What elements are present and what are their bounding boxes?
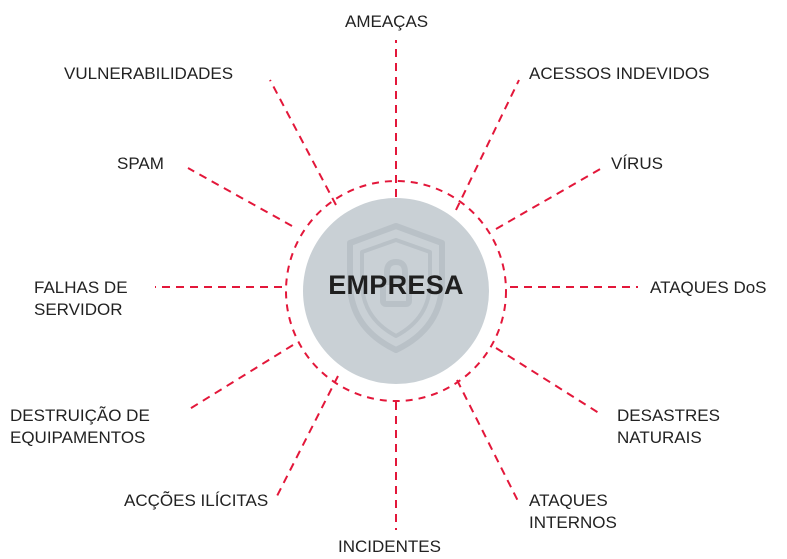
label-incidentes-line-1: INCIDENTES bbox=[338, 537, 441, 556]
label-desastres-naturais-line-2: NATURAIS bbox=[617, 428, 702, 447]
label-ataques-internos-line-2: INTERNOS bbox=[529, 513, 617, 532]
label-ataques-internos-line-1: ATAQUES bbox=[529, 491, 608, 510]
label-acessos-indevidos: ACESSOS INDEVIDOS bbox=[529, 63, 709, 85]
center-label: EMPRESA bbox=[328, 270, 464, 300]
label-vulnerabilidades: VULNERABILIDADES bbox=[64, 63, 233, 85]
label-ataques-internos: ATAQUES INTERNOS bbox=[529, 490, 617, 534]
label-destruicao-equipamentos: DESTRUIÇÃO DE EQUIPAMENTOS bbox=[10, 405, 150, 449]
spoke-virus bbox=[495, 167, 603, 230]
spoke-spam bbox=[187, 167, 293, 227]
label-falhas-servidor: FALHAS DE SERVIDOR bbox=[34, 277, 128, 321]
label-vulnerabilidades-line-1: VULNERABILIDADES bbox=[64, 64, 234, 83]
label-falhas-servidor-line-1: FALHAS DE bbox=[34, 278, 128, 297]
label-incidentes: INCIDENTES bbox=[338, 536, 441, 558]
label-ataques-dos-line-1: ATAQUES DoS bbox=[650, 278, 767, 297]
label-ameacas: AMEAÇAS bbox=[345, 11, 428, 33]
label-virus-line-1: VÍRUS bbox=[611, 154, 663, 173]
label-destruicao-equipamentos-line-2: EQUIPAMENTOS bbox=[10, 428, 146, 447]
spoke-vulnerabilidades bbox=[269, 79, 337, 206]
label-acessos-indevidos-line-1: ACESSOS INDEVIDOS bbox=[529, 64, 710, 83]
label-spam: SPAM bbox=[117, 153, 164, 175]
spoke-desastres-naturais bbox=[495, 347, 603, 416]
label-desastres-naturais-line-1: DESASTRES bbox=[617, 406, 720, 425]
spoke-acessos-indevidos bbox=[455, 79, 520, 211]
spoke-accoes-ilicitas bbox=[274, 375, 339, 501]
label-accoes-ilicitas: ACÇÕES ILÍCITAS bbox=[124, 490, 268, 512]
label-ameacas-line-1: AMEAÇAS bbox=[345, 12, 429, 31]
label-destruicao-equipamentos-line-1: DESTRUIÇÃO DE bbox=[10, 406, 150, 425]
label-accoes-ilicitas-line-1: ACÇÕES ILÍCITAS bbox=[124, 491, 269, 510]
shield-lock-icon bbox=[347, 223, 445, 353]
label-spam-line-1: SPAM bbox=[117, 154, 164, 173]
label-desastres-naturais: DESASTRES NATURAIS bbox=[617, 405, 720, 449]
spoke-ataques-internos bbox=[456, 379, 521, 506]
outer-dashed-ring bbox=[285, 180, 507, 402]
label-ataques-dos: ATAQUES DoS bbox=[650, 277, 767, 299]
label-virus: VÍRUS bbox=[611, 153, 663, 175]
spoke-destruicao-equipamentos bbox=[187, 344, 294, 411]
spoke-lines bbox=[155, 40, 638, 530]
label-falhas-servidor-line-2: SERVIDOR bbox=[34, 300, 123, 319]
